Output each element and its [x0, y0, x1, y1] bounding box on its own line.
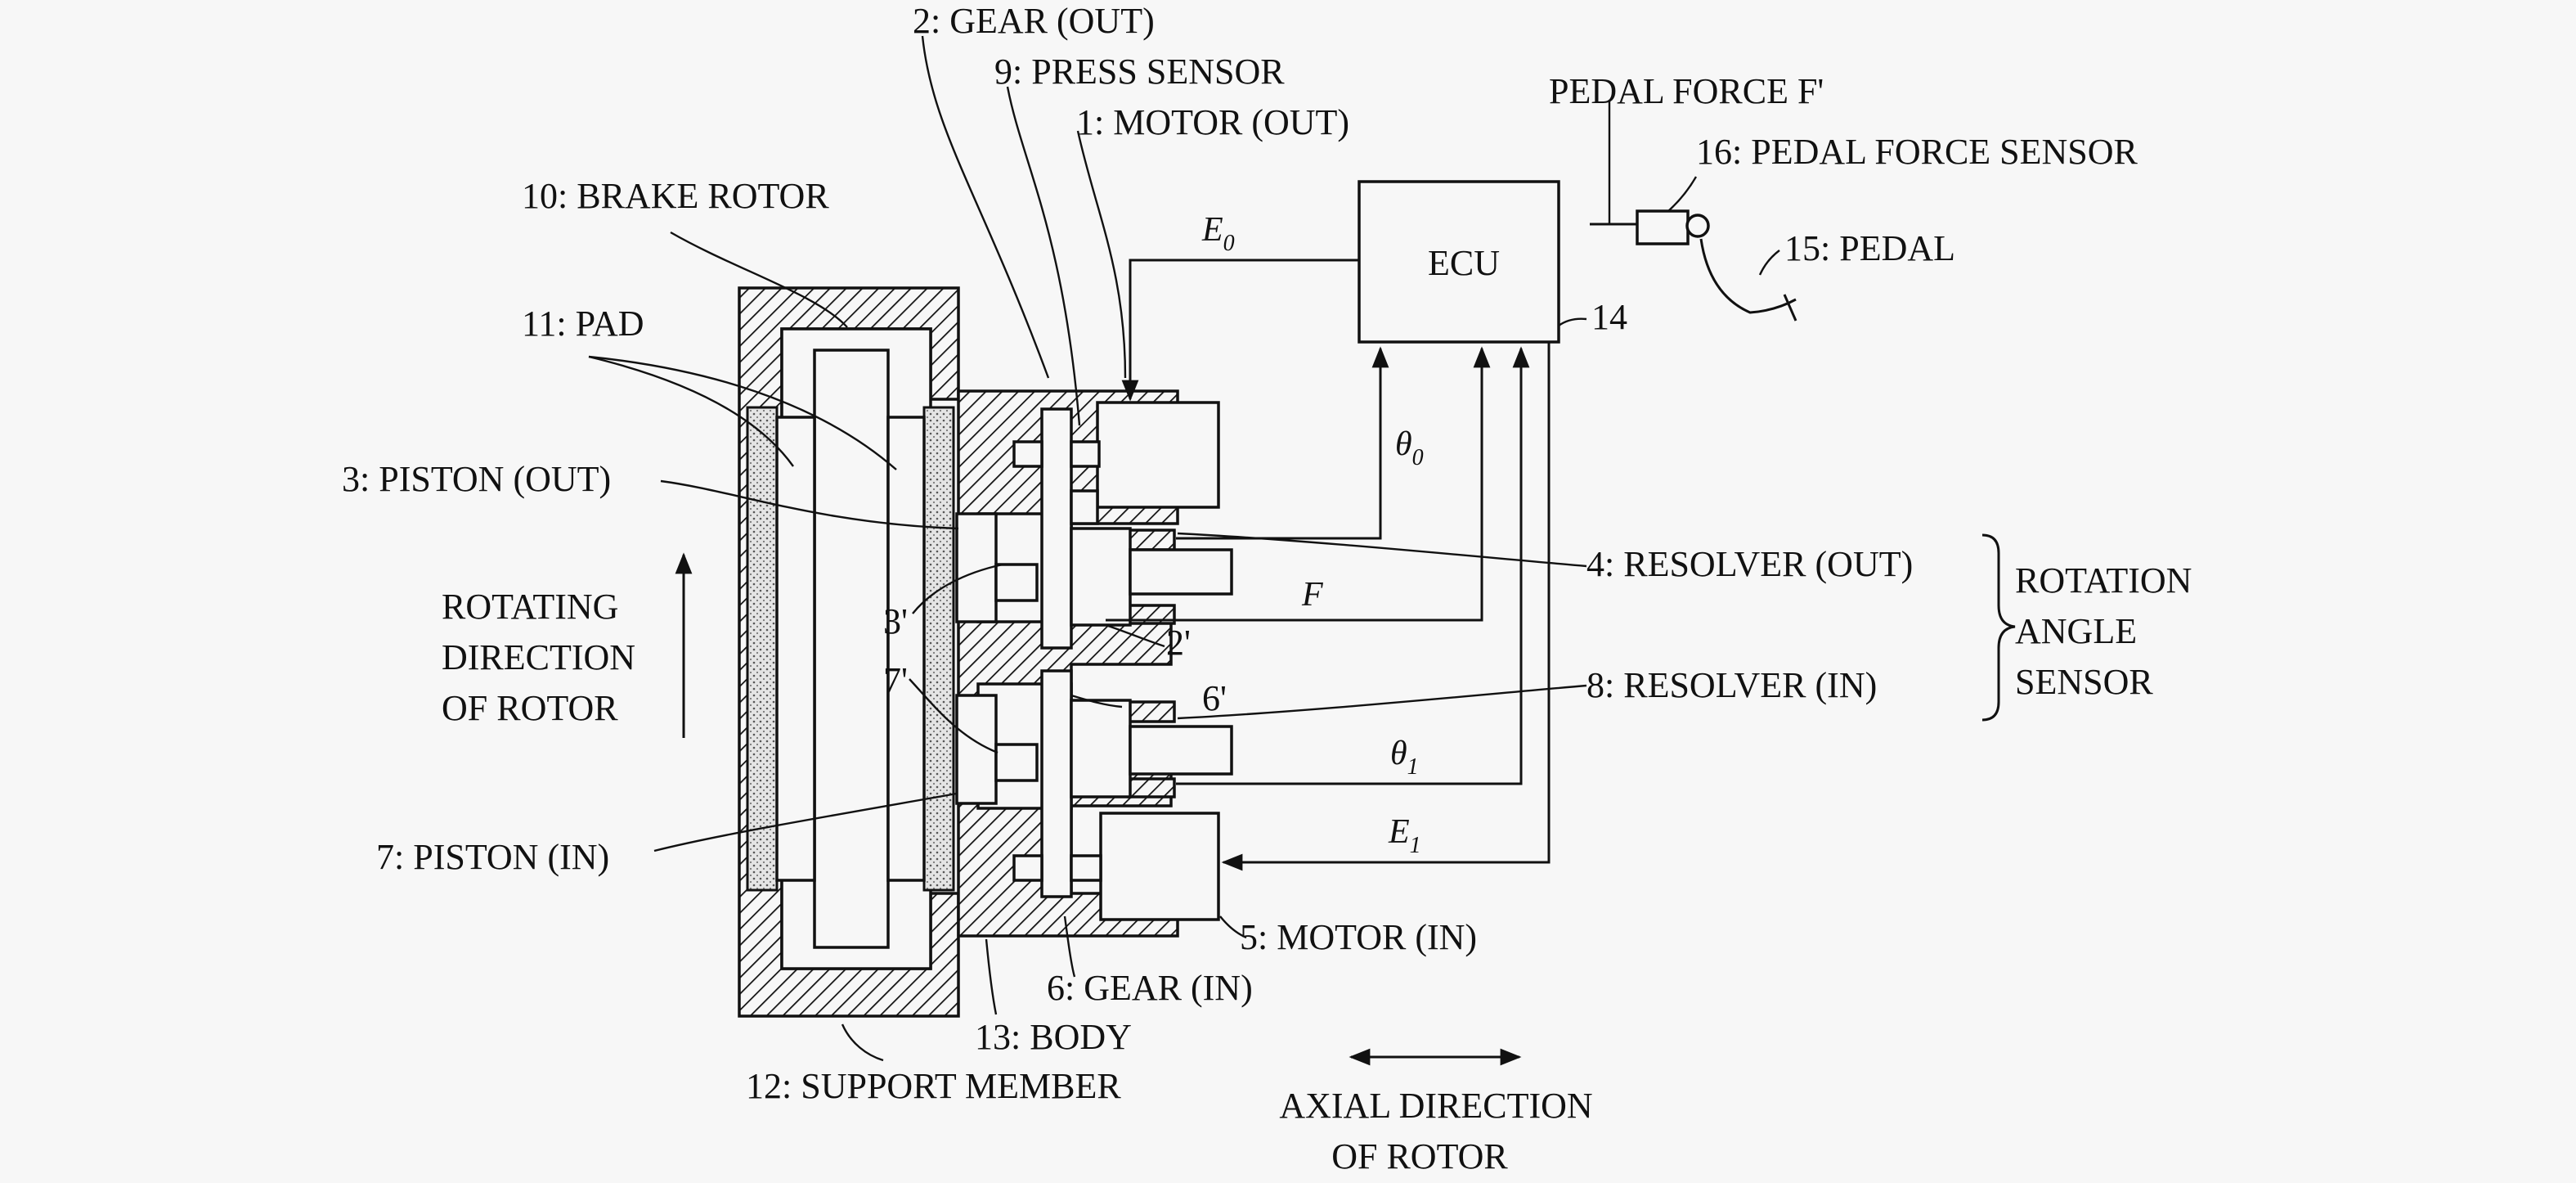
- label-piston-in: 7: PISTON (IN): [376, 837, 609, 877]
- pedal-assembly: [1590, 209, 1797, 322]
- pad-left: [746, 406, 779, 892]
- brake-rotor: [813, 349, 890, 949]
- label-pedal: 15: PEDAL: [1784, 228, 1955, 268]
- label-ref-6p: 6': [1202, 678, 1227, 718]
- resolver-out: [1070, 527, 1233, 627]
- motor-in: [1099, 812, 1220, 921]
- ecu-ref-number: 14: [1591, 297, 1627, 337]
- label-gear-in: 6: GEAR (IN): [1047, 968, 1253, 1008]
- leader-lines: [588, 35, 1780, 1062]
- signal-theta0: θ0: [1395, 425, 1424, 470]
- ecu-box: [1358, 180, 1560, 344]
- label-rotating-3: OF ROTOR: [442, 688, 618, 728]
- signal-e0: E0: [1201, 211, 1235, 256]
- motor-in-shaft: [1070, 854, 1102, 882]
- label-piston-out: 3: PISTON (OUT): [342, 459, 611, 499]
- label-body: 13: BODY: [975, 1017, 1132, 1057]
- label-pedal-force-sensor: 16: PEDAL FORCE SENSOR: [1696, 132, 2138, 172]
- press-sensor: [1070, 489, 1099, 525]
- pad-backing-right: [886, 416, 926, 882]
- gear-out: [1012, 407, 1073, 650]
- motor-out: [1096, 401, 1220, 509]
- label-rotation-2: ANGLE: [2015, 611, 2137, 651]
- label-rotating-2: DIRECTION: [442, 637, 635, 677]
- sensor-brace: [1981, 533, 2016, 722]
- motor-out-shaft: [1070, 440, 1101, 468]
- pad-right: [922, 406, 955, 892]
- signal-e1: E1: [1388, 813, 1421, 858]
- label-resolver-in: 8: RESOLVER (IN): [1586, 665, 1877, 705]
- label-rotation-1: ROTATION: [2015, 560, 2192, 600]
- label-gear-out: 2: GEAR (OUT): [913, 1, 1155, 41]
- signal-f: F: [1301, 576, 1323, 614]
- label-brake-rotor: 10: BRAKE ROTOR: [522, 176, 829, 216]
- label-rotating-1: ROTATING: [442, 587, 618, 627]
- label-ref-2p: 2': [1166, 623, 1191, 663]
- pad-backing-left: [775, 416, 816, 882]
- label-axial-2: OF ROTOR: [1331, 1136, 1508, 1176]
- label-motor-out: 1: MOTOR (OUT): [1076, 102, 1349, 142]
- label-ref-3p: 3': [883, 601, 908, 641]
- signal-theta1: θ1: [1390, 735, 1419, 780]
- label-ref-7p: 7': [883, 660, 908, 700]
- label-motor-in: 5: MOTOR (IN): [1240, 917, 1477, 957]
- label-axial-1: AXIAL DIRECTION: [1279, 1086, 1592, 1126]
- label-pedal-force: PEDAL FORCE F': [1549, 71, 1824, 111]
- resolver-in: [1070, 699, 1233, 798]
- ecu-label: ECU: [1428, 243, 1500, 283]
- label-support-member: 12: SUPPORT MEMBER: [746, 1066, 1121, 1106]
- label-pad: 11: PAD: [522, 304, 644, 344]
- label-press-sensor: 9: PRESS SENSOR: [994, 52, 1285, 92]
- label-resolver-out: 4: RESOLVER (OUT): [1586, 544, 1913, 584]
- label-rotation-3: SENSOR: [2015, 662, 2153, 702]
- gear-in: [1012, 669, 1073, 898]
